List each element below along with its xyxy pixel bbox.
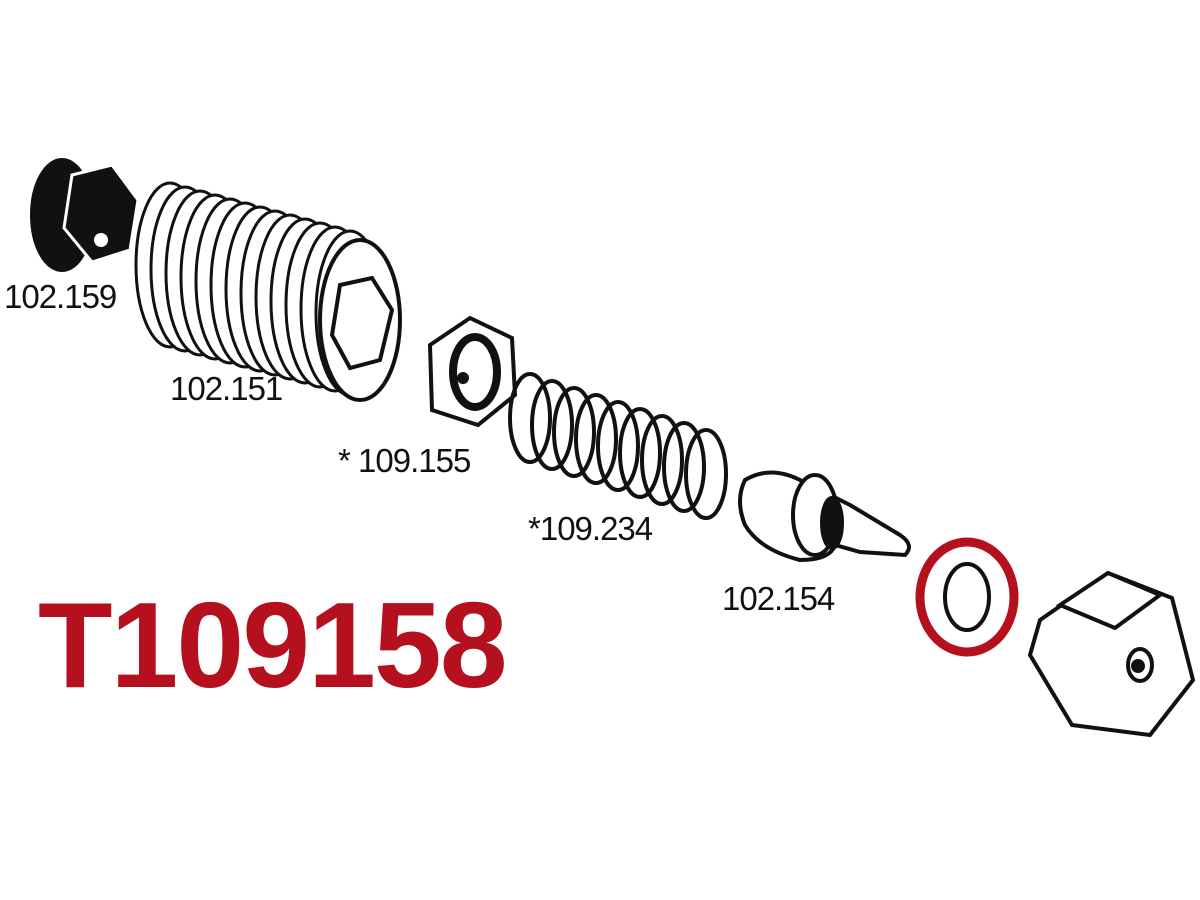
valve-pin-part [738, 470, 911, 563]
spring-coil [618, 407, 662, 499]
spring-coil [684, 428, 728, 520]
threaded-body-part [134, 181, 402, 402]
spring-coil [508, 372, 552, 464]
part-label-109-155: * 109.155 [338, 442, 471, 479]
part-label-102-159: 102.159 [4, 278, 117, 315]
part-number-title: T109158 [38, 577, 508, 713]
spring-coil [574, 393, 618, 485]
spring-part [508, 372, 728, 520]
spring-coil [662, 421, 706, 513]
hex-socket [329, 275, 395, 371]
spring-coil [596, 400, 640, 492]
hex-nut-small-part [427, 315, 518, 428]
part-label-109-234: *109.234 [528, 510, 653, 547]
washer-part-highlighted [915, 537, 1019, 657]
spring-coil [640, 414, 684, 506]
part-label-102-154: 102.154 [722, 580, 835, 617]
spring-coil [530, 379, 574, 471]
part-label-102-151: 102.151 [170, 370, 283, 407]
hex-nut-large-part [1027, 570, 1196, 738]
spring-coil [552, 386, 596, 478]
end-cap-part [30, 158, 140, 272]
